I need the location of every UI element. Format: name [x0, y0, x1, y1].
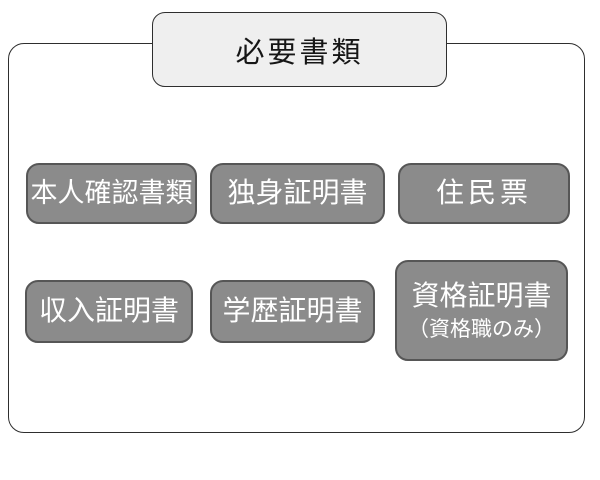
doc-box-label: 本人確認書類	[30, 177, 193, 209]
doc-box-identity-verification: 本人確認書類	[26, 163, 197, 224]
doc-box-label: 収入証明書	[38, 294, 179, 328]
doc-box-sublabel: （資格職のみ）	[408, 316, 555, 341]
diagram-title-box: 必要書類	[152, 12, 447, 87]
doc-box-label: 資格証明書	[411, 279, 552, 313]
doc-box-single-certificate: 独身証明書	[210, 163, 385, 224]
doc-box-income-certificate: 収入証明書	[25, 280, 193, 343]
doc-box-education-certificate: 学歴証明書	[210, 280, 375, 343]
documents-group-frame	[8, 43, 585, 433]
doc-box-label: 住民票	[435, 176, 532, 210]
doc-box-label: 独身証明書	[227, 176, 368, 210]
doc-box-qualification-certificate: 資格証明書 （資格職のみ）	[395, 260, 568, 361]
doc-box-label: 学歴証明書	[222, 294, 363, 328]
doc-box-residence-certificate: 住民票	[398, 163, 570, 224]
diagram-title: 必要書類	[235, 34, 364, 69]
